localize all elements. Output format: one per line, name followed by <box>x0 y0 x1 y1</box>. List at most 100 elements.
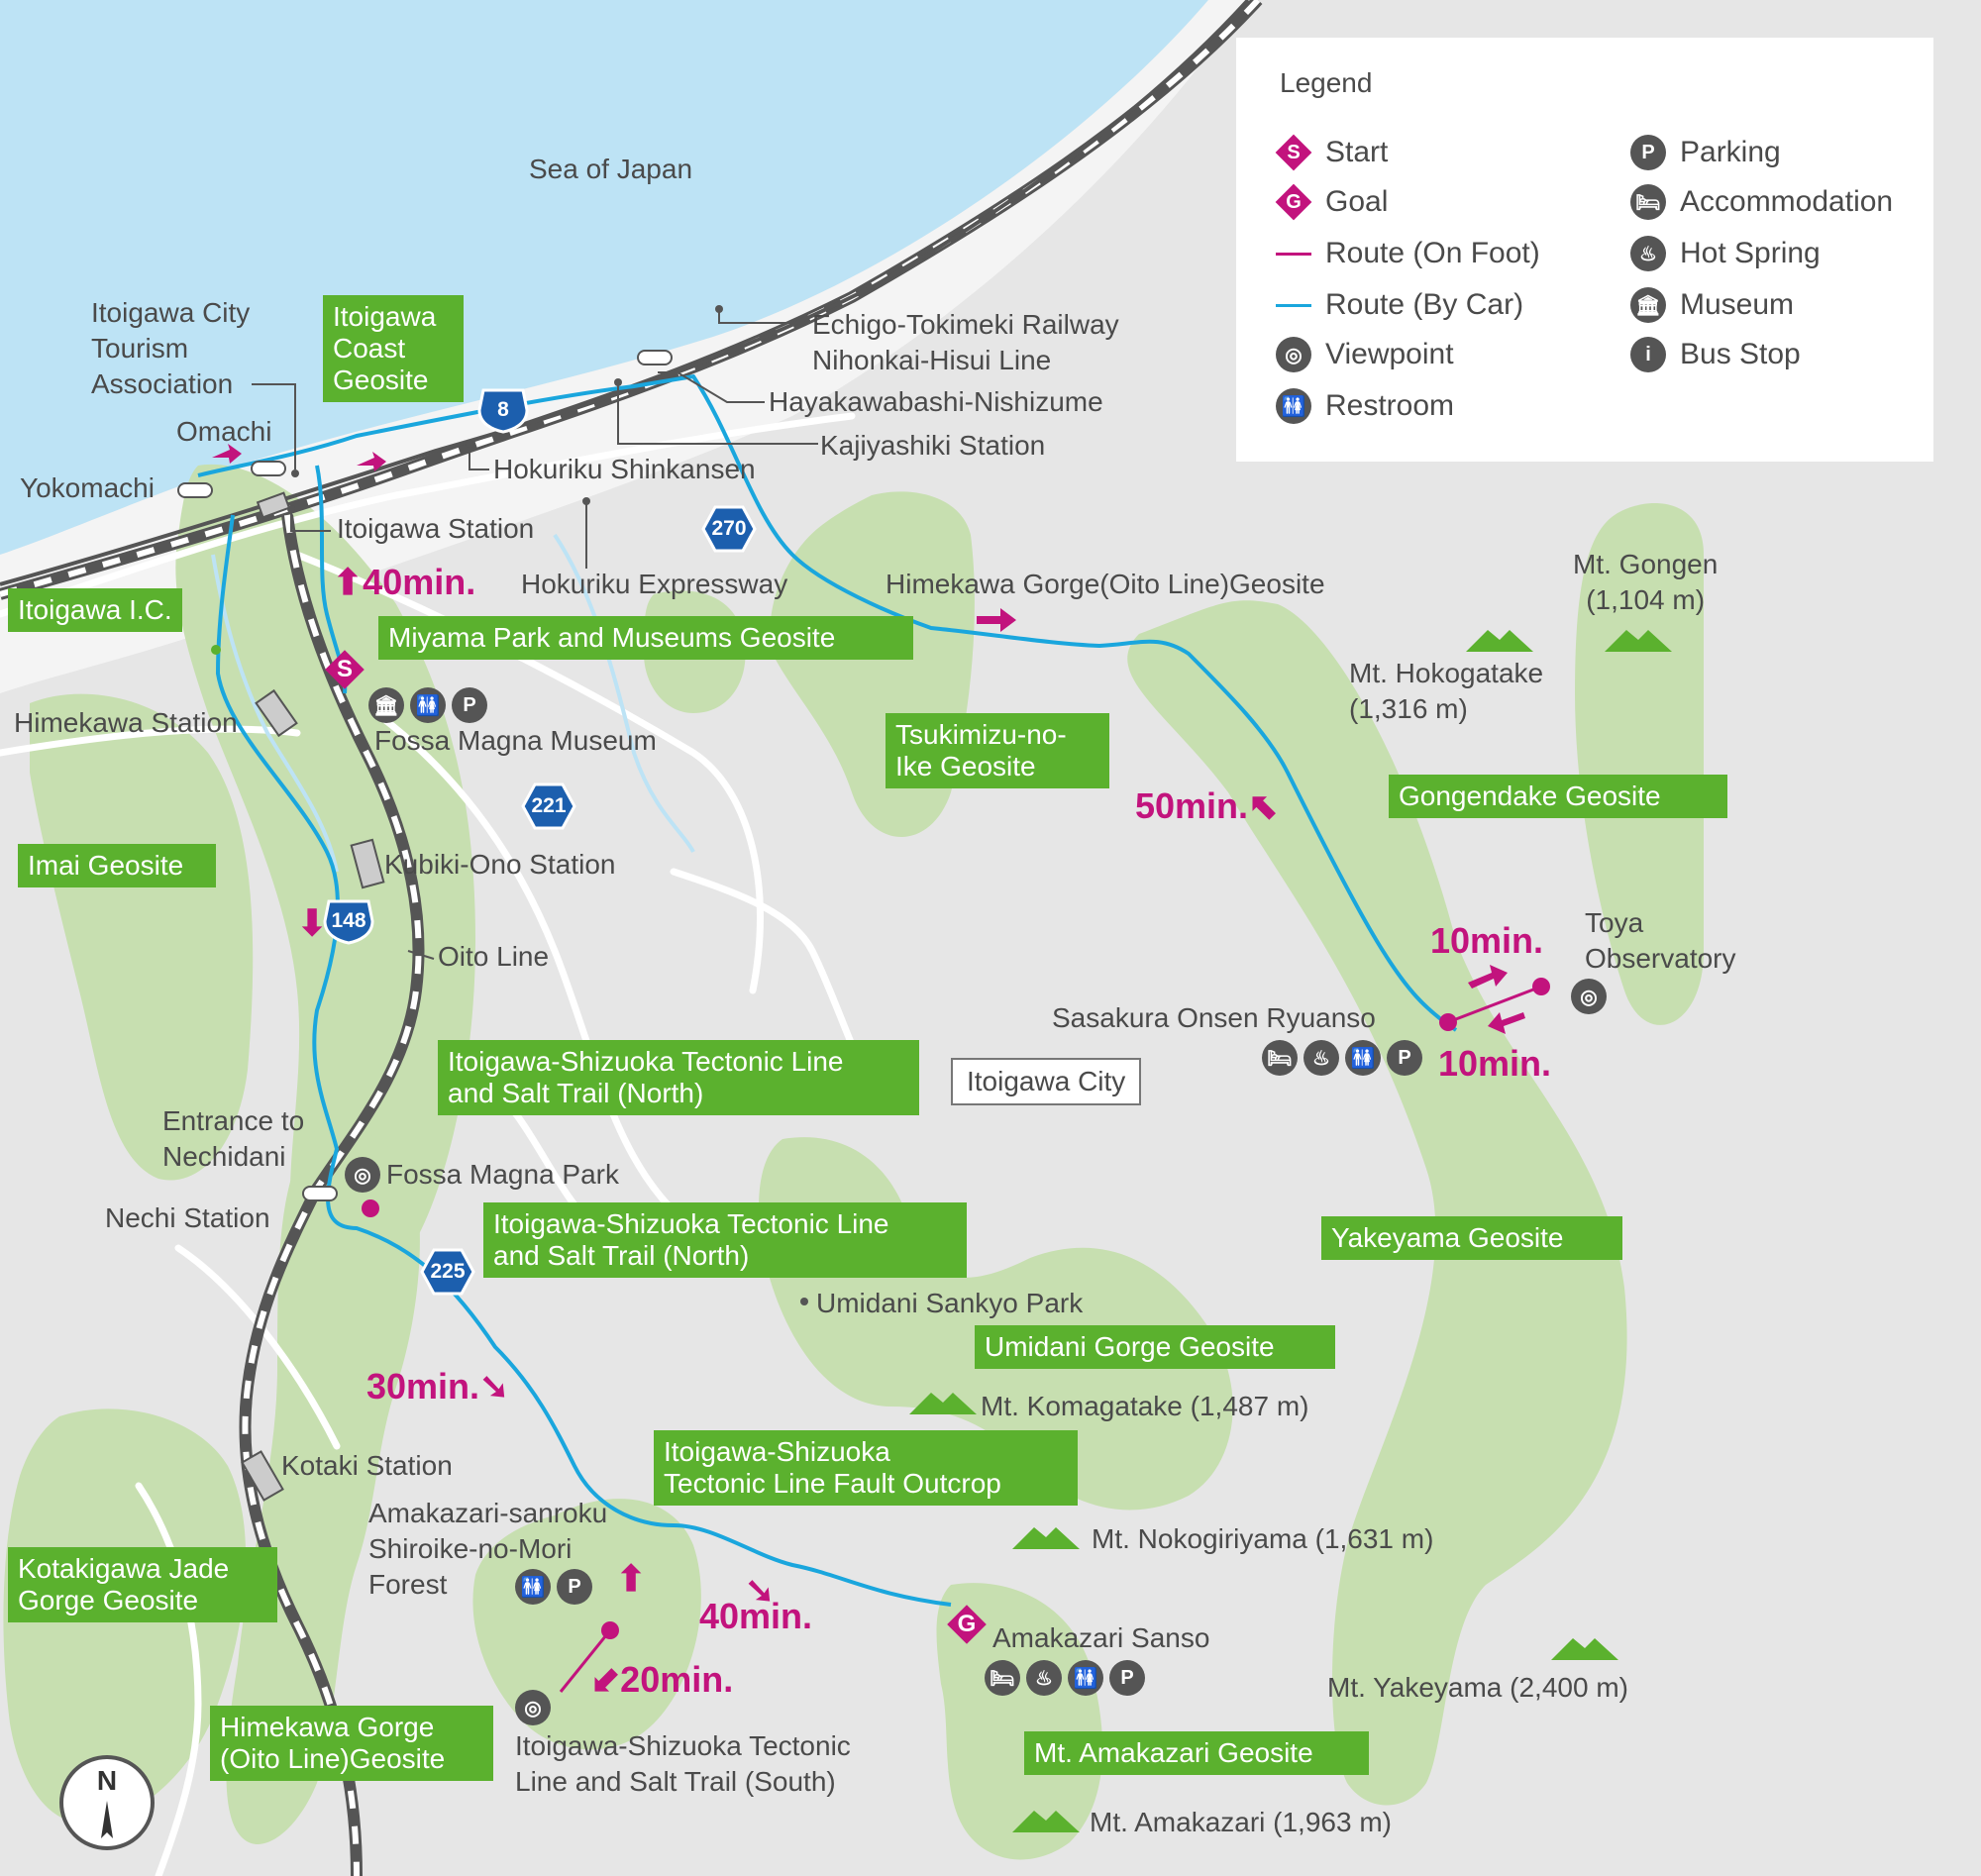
umidani-sankyo-park-label: Umidani Sankyo Park <box>816 1288 1084 1318</box>
hot-spring-icon[interactable]: ♨ <box>1303 1040 1339 1076</box>
himekawa-station-label: Himekawa Station <box>14 707 238 738</box>
geosite-label-salt-north-2: Itoigawa-Shizuoka Tectonic Line and Salt… <box>483 1202 967 1278</box>
legend-start: S Start <box>1275 133 1388 172</box>
restroom-icon[interactable]: 🚻 <box>410 687 446 723</box>
omachi-label: Omachi <box>176 416 272 447</box>
route-points <box>362 978 1550 1639</box>
arrow-right-40min: ➘ <box>745 1570 776 1611</box>
legend-bus-stop: i Bus Stop <box>1630 335 1801 374</box>
hokuriku-shinkansen-label: Hokuriku Shinkansen <box>493 454 756 484</box>
geosite-label-fault-outcrop: Itoigawa-Shizuoka Tectonic Line Fault Ou… <box>654 1430 1078 1506</box>
legend-restroom: 🚻 Restroom <box>1276 386 1454 426</box>
start-marker[interactable]: S <box>325 650 365 689</box>
car-route-south <box>215 514 952 1607</box>
amakazari-forest-label: Amakazari-sanroku Shiroike-no-Mori Fores… <box>368 1498 608 1600</box>
road-shield-225: 225 <box>420 1248 475 1296</box>
mt-komagatake-label: Mt. Komagatake (1,487 m) <box>981 1391 1309 1421</box>
parking-icon[interactable]: P <box>1387 1040 1422 1076</box>
road-shield-221: 221 <box>521 782 576 830</box>
bed-icon[interactable]: 🛏 <box>985 1660 1020 1696</box>
mt-gongen-label: Mt. Gongen (1,104 m) <box>1573 549 1719 615</box>
time-label-4: 10min. <box>1438 1043 1552 1084</box>
geosite-label-tsukimizu: Tsukimizu-no- Ike Geosite <box>886 713 1109 788</box>
legend-hot-spring: ♨ Hot Spring <box>1630 234 1821 273</box>
time-label-1: ⬆40min. <box>333 562 476 602</box>
geosite-label-ic: Itoigawa I.C. <box>8 588 182 632</box>
binoculars-icon[interactable]: ◎ <box>1571 979 1607 1014</box>
fossa-magna-park-label: Fossa Magna Park <box>386 1159 619 1190</box>
bed-icon: 🛏 <box>1630 184 1666 220</box>
north-arrow-icon <box>101 1801 113 1838</box>
parking-icon[interactable]: P <box>1109 1660 1145 1696</box>
binoculars-icon[interactable]: ◎ <box>515 1690 551 1725</box>
sanso-facilities: 🛏 ♨ 🚻 P <box>985 1660 1145 1696</box>
station-markers <box>241 491 385 1502</box>
mt-yakeyama-label: Mt. Yakeyama (2,400 m) <box>1327 1672 1628 1703</box>
forest-facilities: 🚻 P <box>515 1569 592 1605</box>
entrance-nechidani-label: Entrance to Nechidani <box>162 1105 305 1172</box>
restroom-icon[interactable]: 🚻 <box>515 1569 551 1605</box>
oito-line-label: Oito Line <box>438 941 550 972</box>
goal-marker[interactable]: G <box>947 1605 987 1644</box>
museum-icon[interactable]: 🏛 <box>368 687 404 723</box>
yokomachi-label: Yokomachi <box>20 472 155 503</box>
arrow-down-148: ⬇ <box>297 902 328 943</box>
geosite-label-imai: Imai Geosite <box>18 844 216 887</box>
legend-museum: 🏛 Museum <box>1630 285 1794 325</box>
toya-facilities: ◎ <box>1571 979 1607 1014</box>
legend: Legend S Start G Goal Route (On Foot) Ro… <box>1236 38 1933 462</box>
itoigawa-station-label: Itoigawa Station <box>337 513 535 544</box>
sea-label: Sea of Japan <box>529 154 693 184</box>
geosite-label-umidani: Umidani Gorge Geosite <box>975 1325 1335 1369</box>
road-shield-270: 270 <box>701 505 757 553</box>
mt-hokogatake-label: Mt. Hokogatake (1,316 m) <box>1349 658 1544 724</box>
north-arrow: N <box>57 1753 156 1852</box>
sasakura-onsen-label: Sasakura Onsen Ryuanso <box>1052 1002 1376 1033</box>
bed-icon[interactable]: 🛏 <box>1262 1040 1298 1076</box>
geosite-label-coast: Itoigawa Coast Geosite <box>323 295 464 402</box>
time-label-6: 40min. <box>699 1596 813 1636</box>
legend-accommodation: 🛏 Accommodation <box>1630 182 1893 222</box>
parking-icon[interactable]: P <box>557 1569 592 1605</box>
time-label-2: 50min.⬉ <box>1135 785 1279 826</box>
geosite-label-salt-north-1: Itoigawa-Shizuoka Tectonic Line and Salt… <box>438 1040 919 1115</box>
rivers <box>211 533 695 873</box>
legend-goal: G Goal <box>1275 182 1388 222</box>
hot-spring-icon: ♨ <box>1630 236 1666 271</box>
foot-routes <box>559 985 1542 1693</box>
start-diamond-icon: S <box>1287 142 1301 163</box>
restroom-icon[interactable]: 🚻 <box>1345 1040 1381 1076</box>
legend-viewpoint: ◎ Viewpoint <box>1276 335 1454 374</box>
road-shield-8: 8 <box>475 386 531 434</box>
hot-spring-icon[interactable]: ♨ <box>1026 1660 1062 1696</box>
bus-stop-icon: i <box>1630 337 1666 372</box>
time-label-7: ⬋20min. <box>590 1659 734 1700</box>
himekawa-gorge-label: Himekawa Gorge(Oito Line)Geosite <box>886 569 1325 599</box>
bus-stops <box>177 350 673 1201</box>
city-label: Itoigawa City <box>951 1058 1142 1105</box>
parking-icon[interactable]: P <box>452 687 487 723</box>
binoculars-icon: ◎ <box>1276 337 1311 372</box>
restroom-icon[interactable]: 🚻 <box>1068 1660 1103 1696</box>
museum-facilities: 🏛 🚻 P <box>368 687 487 723</box>
legend-foot-route: Route (On Foot) <box>1276 234 1540 273</box>
goal-diamond-icon: G <box>1286 191 1302 213</box>
restroom-icon: 🚻 <box>1276 388 1311 424</box>
hokuriku-expressway-label: Hokuriku Expressway <box>521 569 788 599</box>
geosite-label-himekawa-oito: Himekawa Gorge (Oito Line)Geosite <box>210 1706 493 1781</box>
trail-south-facilities: ◎ <box>515 1690 551 1725</box>
tourism-association-label: Itoigawa City Tourism Association <box>91 297 251 399</box>
foot-route-line-icon <box>1276 252 1311 256</box>
fossa-park-facilities: ◎ <box>345 1157 380 1193</box>
amakazari-sanso-label: Amakazari Sanso <box>992 1622 1210 1653</box>
arrow-up-forest: ⬆ <box>616 1558 647 1599</box>
leader-lines <box>252 309 818 960</box>
binoculars-icon[interactable]: ◎ <box>345 1157 380 1193</box>
mountain-icons <box>909 630 1672 1832</box>
parking-icon: P <box>1630 135 1666 170</box>
leader-dots <box>211 305 808 1305</box>
geosite-label-amakazari: Mt. Amakazari Geosite <box>1024 1731 1369 1775</box>
kubiki-ono-station-label: Kubiki-Ono Station <box>384 849 616 880</box>
geosite-label-gongendake: Gongendake Geosite <box>1389 775 1727 818</box>
